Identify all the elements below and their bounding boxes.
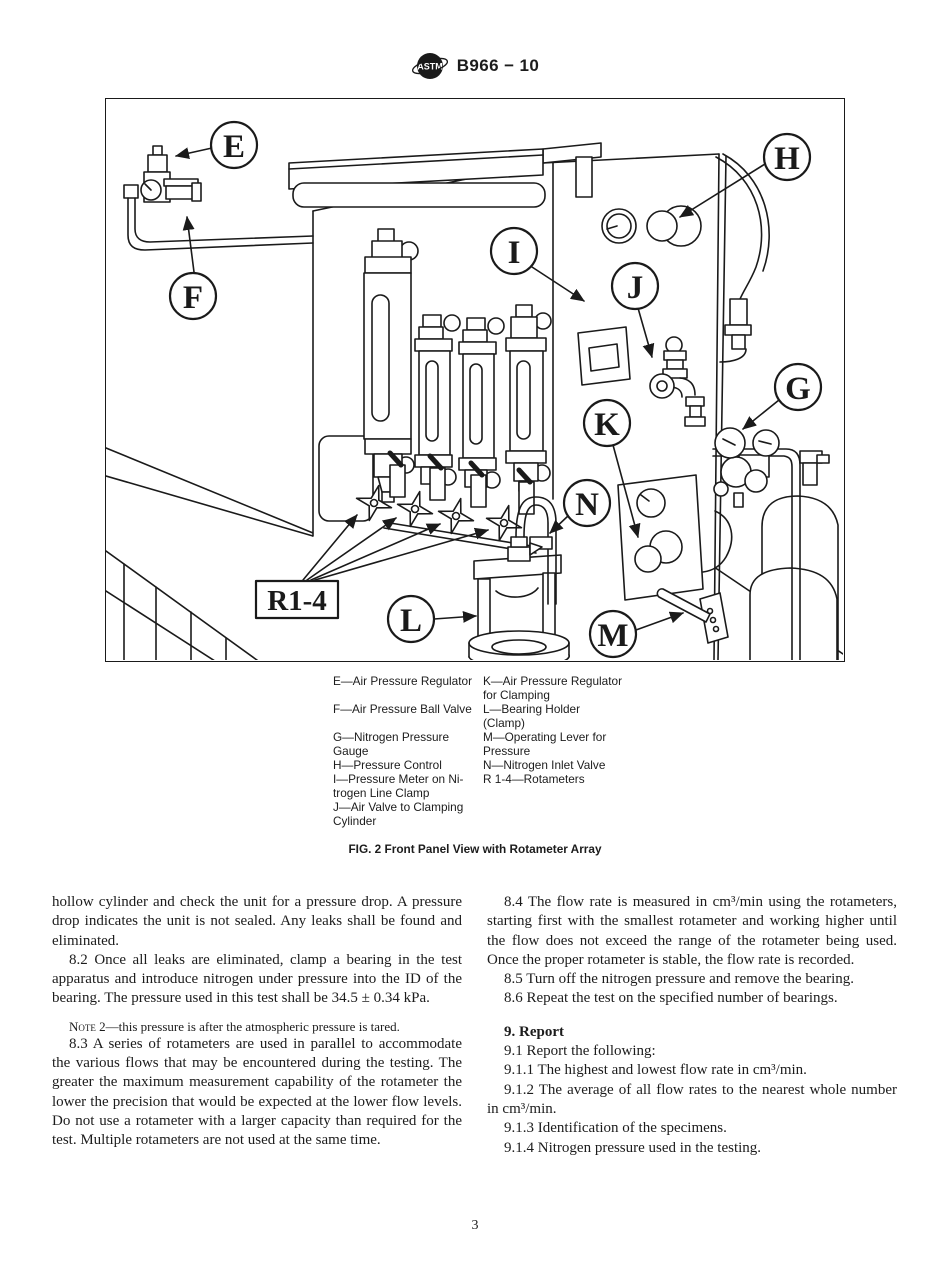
legend-item-m: M—Operating Lever for Pressure [483, 730, 607, 758]
air-valve [649, 336, 706, 427]
figure-drawing: E F H I J G K N L M R1-4 [106, 120, 843, 660]
section-heading-9: 9. Report [504, 1023, 564, 1040]
callout-k: K [594, 407, 620, 443]
rotameter-4 [505, 304, 552, 492]
light-fixture [288, 142, 602, 208]
figure-caption: FIG. 2 Front Panel View with Rotameter A… [348, 842, 602, 856]
rotameter-2 [414, 314, 461, 486]
page-number: 3 [471, 1218, 479, 1233]
nitrogen-regulator [712, 427, 801, 660]
astm-logo-text: ASTM [417, 62, 443, 72]
callout-bubbles [168, 120, 823, 659]
legend-item-f: F—Air Pressure Ball Valve [333, 702, 472, 716]
paragraph-8-6: 8.6 Repeat the test on the specified num… [504, 990, 838, 1007]
note-text: 2—this pressure is after the atmospheric… [95, 1018, 400, 1034]
paragraph-9-1-3: 9.1.3 Identification of the specimens. [504, 1120, 727, 1137]
body-column-right: 8.4 The flow rate is measured in cm³/min… [487, 893, 897, 1158]
legend-item-i: I—Pressure Meter on Ni- trogen Line Clam… [333, 772, 464, 800]
doc-number: B966 − 10 [456, 56, 540, 75]
legend-item-k: K—Air Pressure Regulator for Clamping [483, 674, 622, 702]
air-regulator-assembly [123, 145, 314, 251]
callout-arrows [175, 147, 780, 631]
rotameter-3 [458, 317, 505, 489]
legend-item-r: R 1-4—Rotameters [483, 772, 585, 786]
callout-labels: E F H I J G K N L M R1-4 [183, 129, 811, 654]
legend-item-blank [483, 800, 653, 828]
legend-item-e: E—Air Pressure Regulator [333, 674, 472, 688]
astm-logo: ASTM [411, 53, 448, 79]
paragraph-9-1-1: 9.1.1 The highest and lowest flow rate i… [504, 1062, 807, 1079]
page-header: ASTM B966 − 10 [0, 50, 950, 82]
legend-item-n: N—Nitrogen Inlet Valve [483, 758, 606, 772]
callout-i: I [508, 235, 521, 271]
body-column-left: hollow cylinder and check the unit for a… [52, 893, 462, 1151]
callout-h: H [774, 141, 800, 177]
callout-m: M [597, 618, 628, 654]
nitrogen-cylinder-front [749, 567, 838, 660]
legend-item-j: J—Air Valve to Clamping Cylinder [333, 800, 464, 828]
workbench [106, 447, 314, 660]
paragraph-9-1: 9.1 Report the following: [504, 1043, 656, 1060]
callout-l: L [400, 603, 422, 639]
note-2: Note 2—this pressure is after the atmosp… [52, 1019, 462, 1035]
paragraph-8-4: 8.4 The flow rate is measured in cm³/min… [487, 894, 897, 968]
callout-g: G [785, 371, 811, 407]
paragraph-9-1-2: 9.1.2 The average of all flow rates to t… [487, 1081, 897, 1117]
paragraph-9-1-4: 9.1.4 Nitrogen pressure used in the test… [504, 1139, 762, 1156]
bearing-holder [468, 536, 570, 660]
rotameter-1 [363, 228, 419, 503]
callout-r1-4 [254, 514, 489, 620]
paragraph-8-5: 8.5 Turn off the nitrogen pressure and r… [504, 971, 855, 988]
note-label: Note [69, 1018, 96, 1034]
pressure-meter [577, 326, 631, 386]
callout-e: E [223, 129, 245, 165]
figure-2-panel: E F H I J G K N L M R1-4 [105, 98, 845, 662]
legend-item-g: G—Nitrogen Pressure Gauge [333, 730, 450, 758]
nitrogen-inlet-valve [515, 496, 557, 605]
rotameter-valves [355, 450, 535, 542]
paragraph-continuation: hollow cylinder and check the unit for a… [52, 894, 462, 949]
clamping-regulator-panel [617, 474, 704, 601]
paragraph-8-2: 8.2 Once all leaks are eliminated, clamp… [52, 951, 462, 1007]
figure-legend: E—Air Pressure Regulator K—Air Pressure … [333, 674, 653, 828]
callout-j: J [627, 270, 644, 306]
callout-f: F [183, 280, 203, 316]
paragraph-8-3: 8.3 A series of rotameters are used in p… [52, 1035, 462, 1149]
callout-r1-4-label: R1-4 [267, 585, 327, 617]
legend-item-h: H—Pressure Control [333, 758, 442, 772]
operating-lever [656, 588, 729, 644]
callout-n: N [575, 487, 599, 523]
legend-item-l: L—Bearing Holder (Clamp) [483, 702, 581, 730]
